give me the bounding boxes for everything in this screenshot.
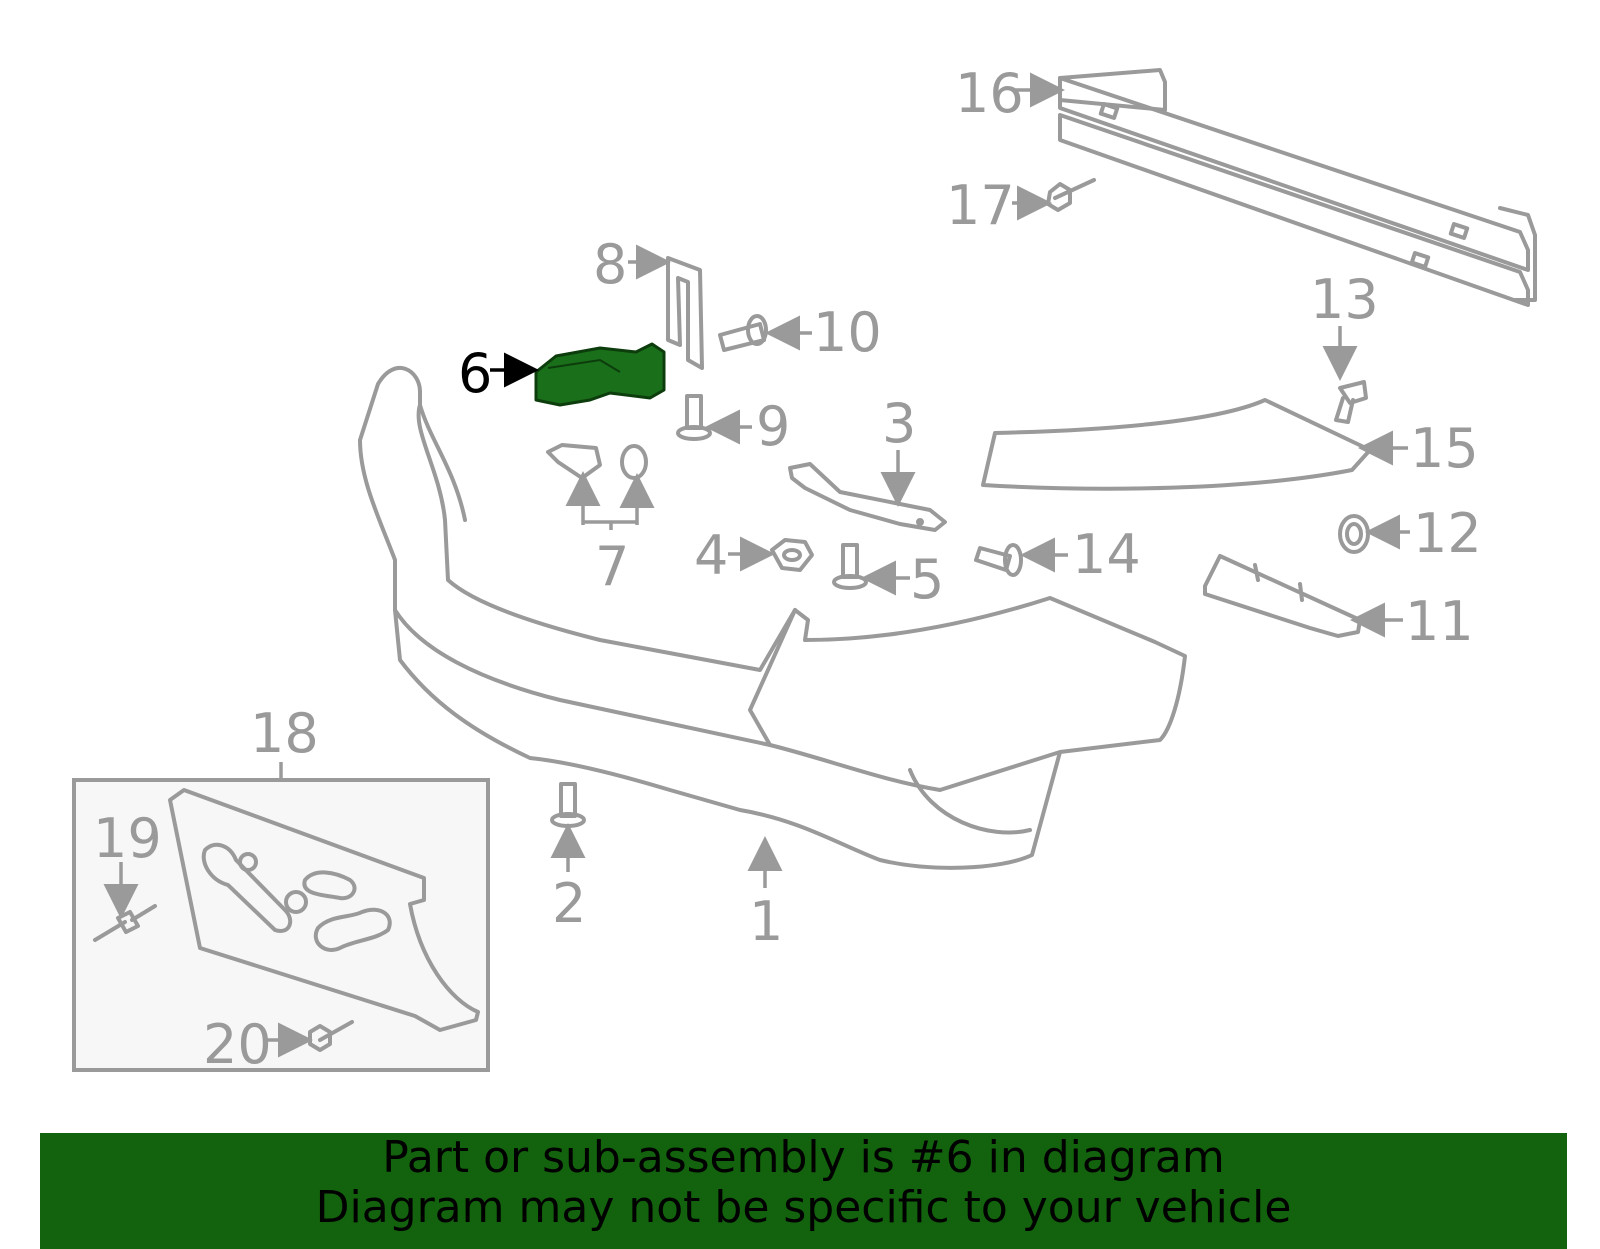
part-10-screw[interactable] bbox=[718, 314, 768, 352]
part-6-highlighted-bracket[interactable] bbox=[534, 342, 666, 407]
part-1-bumper-cover[interactable] bbox=[358, 365, 1187, 870]
callout-10[interactable]: 10 bbox=[813, 301, 882, 364]
callout-4[interactable]: 4 bbox=[694, 524, 728, 587]
part-14-screw[interactable] bbox=[974, 543, 1023, 577]
part-17-bolt[interactable] bbox=[1046, 178, 1096, 212]
part-18-license-bracket-inset[interactable] bbox=[72, 778, 490, 1072]
callout-labels: 16 17 8 10 6 9 3 7 4 5 14 13 15 12 11 1 … bbox=[93, 62, 1482, 1076]
part-8-bracket[interactable] bbox=[666, 256, 704, 370]
callout-13[interactable]: 13 bbox=[1310, 268, 1379, 331]
part-7-clips[interactable] bbox=[546, 443, 648, 480]
callout-14[interactable]: 14 bbox=[1072, 523, 1141, 586]
part-11-bracket[interactable] bbox=[1203, 554, 1362, 638]
part-16-reinforcement-beam[interactable] bbox=[1058, 68, 1537, 307]
callout-17[interactable]: 17 bbox=[946, 174, 1015, 237]
callout-19[interactable]: 19 bbox=[93, 807, 162, 870]
part-2-pin[interactable] bbox=[550, 782, 586, 828]
callout-3[interactable]: 3 bbox=[882, 392, 916, 455]
callout-20[interactable]: 20 bbox=[203, 1013, 272, 1076]
part-4-nut[interactable] bbox=[770, 538, 814, 572]
callout-9[interactable]: 9 bbox=[756, 395, 790, 458]
callout-16[interactable]: 16 bbox=[955, 62, 1024, 125]
callout-1[interactable]: 1 bbox=[749, 890, 783, 953]
part-5-pin[interactable] bbox=[832, 543, 868, 590]
info-banner: Part or sub-assembly is #6 in diagram Di… bbox=[40, 1133, 1567, 1249]
callout-2[interactable]: 2 bbox=[552, 872, 586, 935]
callout-11[interactable]: 11 bbox=[1405, 590, 1474, 653]
callout-5[interactable]: 5 bbox=[910, 548, 944, 611]
banner-line-2: Diagram may not be specific to your vehi… bbox=[315, 1182, 1292, 1233]
callout-7[interactable]: 7 bbox=[595, 535, 629, 598]
callout-8[interactable]: 8 bbox=[593, 233, 627, 296]
part-13-screw[interactable] bbox=[1334, 380, 1368, 424]
callout-6[interactable]: 6 bbox=[458, 342, 492, 405]
part-3-bracket[interactable] bbox=[788, 462, 947, 532]
callout-12[interactable]: 12 bbox=[1413, 502, 1482, 565]
part-15-trim-strip[interactable] bbox=[981, 398, 1372, 491]
part-9-pin[interactable] bbox=[676, 394, 712, 441]
leader-arrows bbox=[103, 72, 1410, 1058]
part-12-nut[interactable] bbox=[1338, 514, 1370, 554]
banner-line-1: Part or sub-assembly is #6 in diagram bbox=[382, 1132, 1225, 1183]
callout-18[interactable]: 18 bbox=[250, 702, 319, 765]
callout-15[interactable]: 15 bbox=[1410, 417, 1479, 480]
